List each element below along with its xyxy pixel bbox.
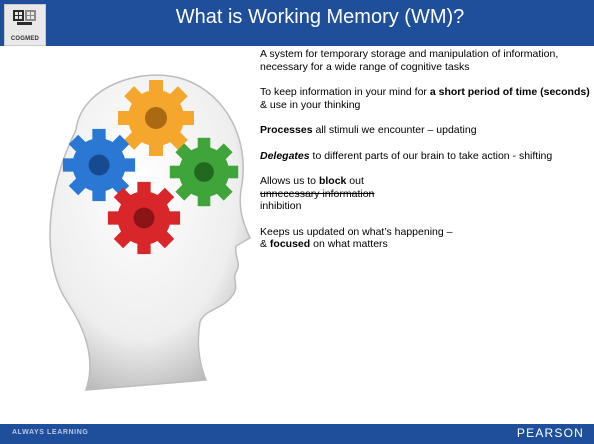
head-with-gears-icon bbox=[49, 74, 251, 391]
logo-text: COGMED bbox=[10, 36, 40, 42]
cogmed-logo-icon bbox=[13, 10, 36, 25]
para-definition: A system for temporary storage and manip… bbox=[260, 48, 559, 73]
footer-band: ALWAYS LEARNING PEARSON bbox=[0, 424, 594, 444]
gear-blue-icon bbox=[62, 128, 136, 202]
para-delegates: Delegates to different parts of our brai… bbox=[260, 149, 553, 162]
gear-red-icon bbox=[107, 181, 181, 255]
slide-title: What is Working Memory (WM)? bbox=[175, 6, 465, 28]
para-keeps-updated: Keeps us updated on what’s happening –& … bbox=[260, 225, 453, 251]
para-short-period: To keep information in your mind for a s… bbox=[260, 86, 590, 111]
pearson-logo: PEARSON bbox=[516, 426, 584, 440]
header-band: COGMED What is Working Memory (WM)? bbox=[0, 0, 594, 46]
strikethrough-text: unnecessary information bbox=[260, 187, 375, 200]
bullet-content: A system for temporary storage and manip… bbox=[260, 48, 592, 264]
footer-tagline: ALWAYS LEARNING bbox=[12, 429, 89, 436]
gear-green-icon bbox=[169, 137, 239, 207]
gear-orange-icon bbox=[118, 80, 194, 156]
cogmed-logo: COGMED bbox=[4, 4, 46, 46]
para-processes: Processes all stimuli we encounter – upd… bbox=[260, 124, 477, 136]
